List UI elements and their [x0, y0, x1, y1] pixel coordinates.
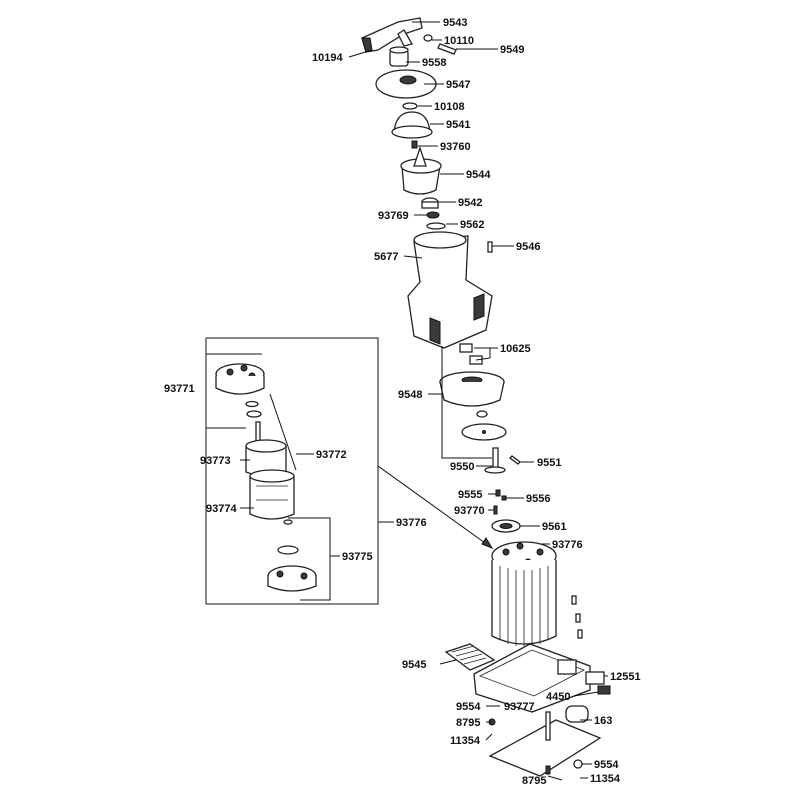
label-10108: 10108 — [434, 101, 465, 113]
strainer-part-9544 — [400, 145, 442, 195]
screw-part-9546 — [487, 241, 493, 253]
spacers-part-10625 — [459, 343, 483, 365]
label-9548: 9548 — [398, 389, 422, 401]
nut-part-9555 — [495, 489, 501, 497]
label-9544: 9544 — [466, 169, 491, 181]
disc-part-9548b — [461, 423, 507, 441]
inset-stator-part-93774 — [249, 469, 295, 520]
label-9554-bottom: 9554 — [594, 759, 619, 771]
motor-part-93776 — [491, 541, 557, 646]
label-8795-bottom: 8795 — [522, 775, 546, 787]
seal-part-9561 — [491, 519, 521, 533]
basket-part-9548 — [439, 371, 505, 418]
inset-rotor-part-93773 — [245, 421, 287, 477]
bearing-part-93769 — [426, 211, 440, 219]
label-9550: 9550 — [450, 461, 474, 473]
label-10625: 10625 — [500, 343, 531, 355]
oring-part-9562 — [426, 222, 446, 230]
label-9554: 9554 — [456, 701, 481, 713]
shaft-part-9550 — [484, 447, 506, 474]
label-93772: 93772 — [316, 449, 347, 461]
inset-washers — [245, 400, 262, 418]
label-93770: 93770 — [454, 505, 485, 517]
label-9541: 9541 — [446, 119, 470, 131]
inset-bottom-part-93775 — [267, 519, 317, 592]
washer-part-10110 — [423, 34, 433, 42]
key-part-9551 — [509, 455, 521, 465]
ring-part-10108 — [402, 102, 418, 110]
feet-parts — [488, 718, 583, 775]
label-9547: 9547 — [446, 79, 470, 91]
switch-part-4450 — [597, 685, 611, 695]
label-9551: 9551 — [537, 457, 561, 469]
label-93769: 93769 — [378, 210, 409, 222]
label-8795: 8795 — [456, 717, 480, 729]
label-10194: 10194 — [312, 52, 343, 64]
label-9545: 9545 — [402, 659, 426, 671]
label-9546: 9546 — [516, 241, 540, 253]
label-9556: 9556 — [526, 493, 550, 505]
label-93760: 93760 — [440, 141, 471, 153]
label-93776-inset: 93776 — [396, 517, 427, 529]
label-93776: 93776 — [552, 539, 583, 551]
label-9558: 9558 — [422, 57, 446, 69]
knob-part-9558 — [389, 46, 409, 67]
switch-part-12551 — [585, 671, 605, 685]
label-4450: 4450 — [546, 691, 570, 703]
label-9543: 9543 — [443, 17, 467, 29]
label-93773: 93773 — [200, 455, 231, 467]
label-93774: 93774 — [206, 503, 237, 515]
bushing-part-9542 — [421, 197, 439, 209]
label-9555: 9555 — [458, 489, 482, 501]
label-93771: 93771 — [164, 383, 195, 395]
bottom-plate — [488, 711, 602, 777]
base-housing — [473, 643, 591, 713]
label-10110: 10110 — [444, 35, 474, 47]
filter-part-9545 — [444, 643, 496, 671]
lid-part-9547 — [375, 69, 437, 99]
label-9562: 9562 — [460, 219, 484, 231]
label-11354: 11354 — [450, 735, 481, 747]
inset-wire-part-93772 — [269, 393, 297, 471]
label-11354-bottom: 11354 — [590, 773, 621, 785]
label-163: 163 — [594, 715, 612, 727]
bowl-housing-part-5677 — [407, 231, 493, 349]
screw-part-9549 — [437, 43, 457, 55]
label-93777: 93777 — [504, 701, 535, 713]
label-12551: 12551 — [610, 671, 641, 683]
capacitor-part-163 — [565, 705, 589, 723]
screw-part-93770 — [493, 505, 498, 515]
label-9561: 9561 — [542, 521, 566, 533]
label-5677: 5677 — [374, 251, 398, 263]
inset-motor-top-part-93771 — [215, 363, 265, 395]
label-9549: 9549 — [500, 44, 524, 56]
label-93775: 93775 — [342, 551, 373, 563]
handle-part-9543 — [361, 17, 423, 53]
cone-part-9541 — [391, 111, 433, 139]
leader-lines — [205, 21, 608, 781]
washer-part-9556 — [501, 495, 507, 501]
screws-motor-side — [571, 595, 583, 639]
pin-part-93760 — [411, 140, 418, 149]
label-9542: 9542 — [458, 197, 482, 209]
